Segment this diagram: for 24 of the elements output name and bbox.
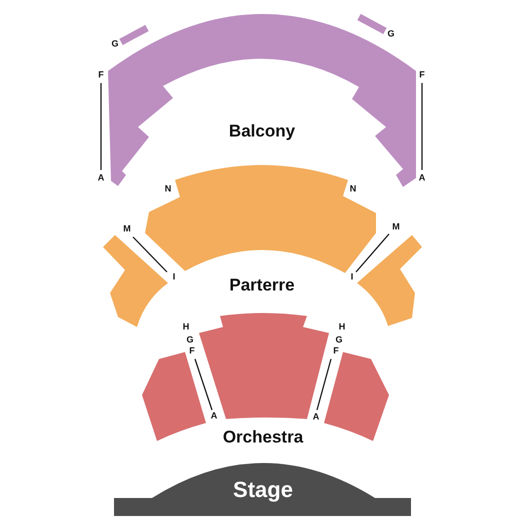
row-letter: A (210, 412, 218, 420)
section-name: Parterre (229, 276, 295, 294)
row-letter: G (388, 30, 394, 38)
row-letter: G (112, 40, 118, 48)
row-letter: N (164, 184, 172, 194)
row-letter: G (186, 336, 194, 344)
row-letter: M (392, 222, 400, 232)
row-letter: N (350, 184, 356, 194)
row-letter: F (333, 346, 339, 356)
row-letter: A (98, 174, 104, 182)
row-letter: F (189, 346, 195, 356)
row-letter: I (172, 272, 176, 282)
row-letter: A (312, 412, 320, 422)
row-letter: M (123, 224, 131, 234)
section-name: Orchestra (222, 428, 304, 446)
row-letter: H (182, 322, 190, 332)
section-name: Balcony (228, 122, 296, 140)
row-letter: H (338, 322, 346, 332)
stage-label: Stage (233, 479, 293, 501)
row-letter: F (98, 70, 104, 80)
row-letter: G (336, 336, 342, 344)
row-letter: I (350, 272, 354, 282)
row-letter: F (419, 70, 425, 80)
row-letter: A (418, 174, 426, 182)
